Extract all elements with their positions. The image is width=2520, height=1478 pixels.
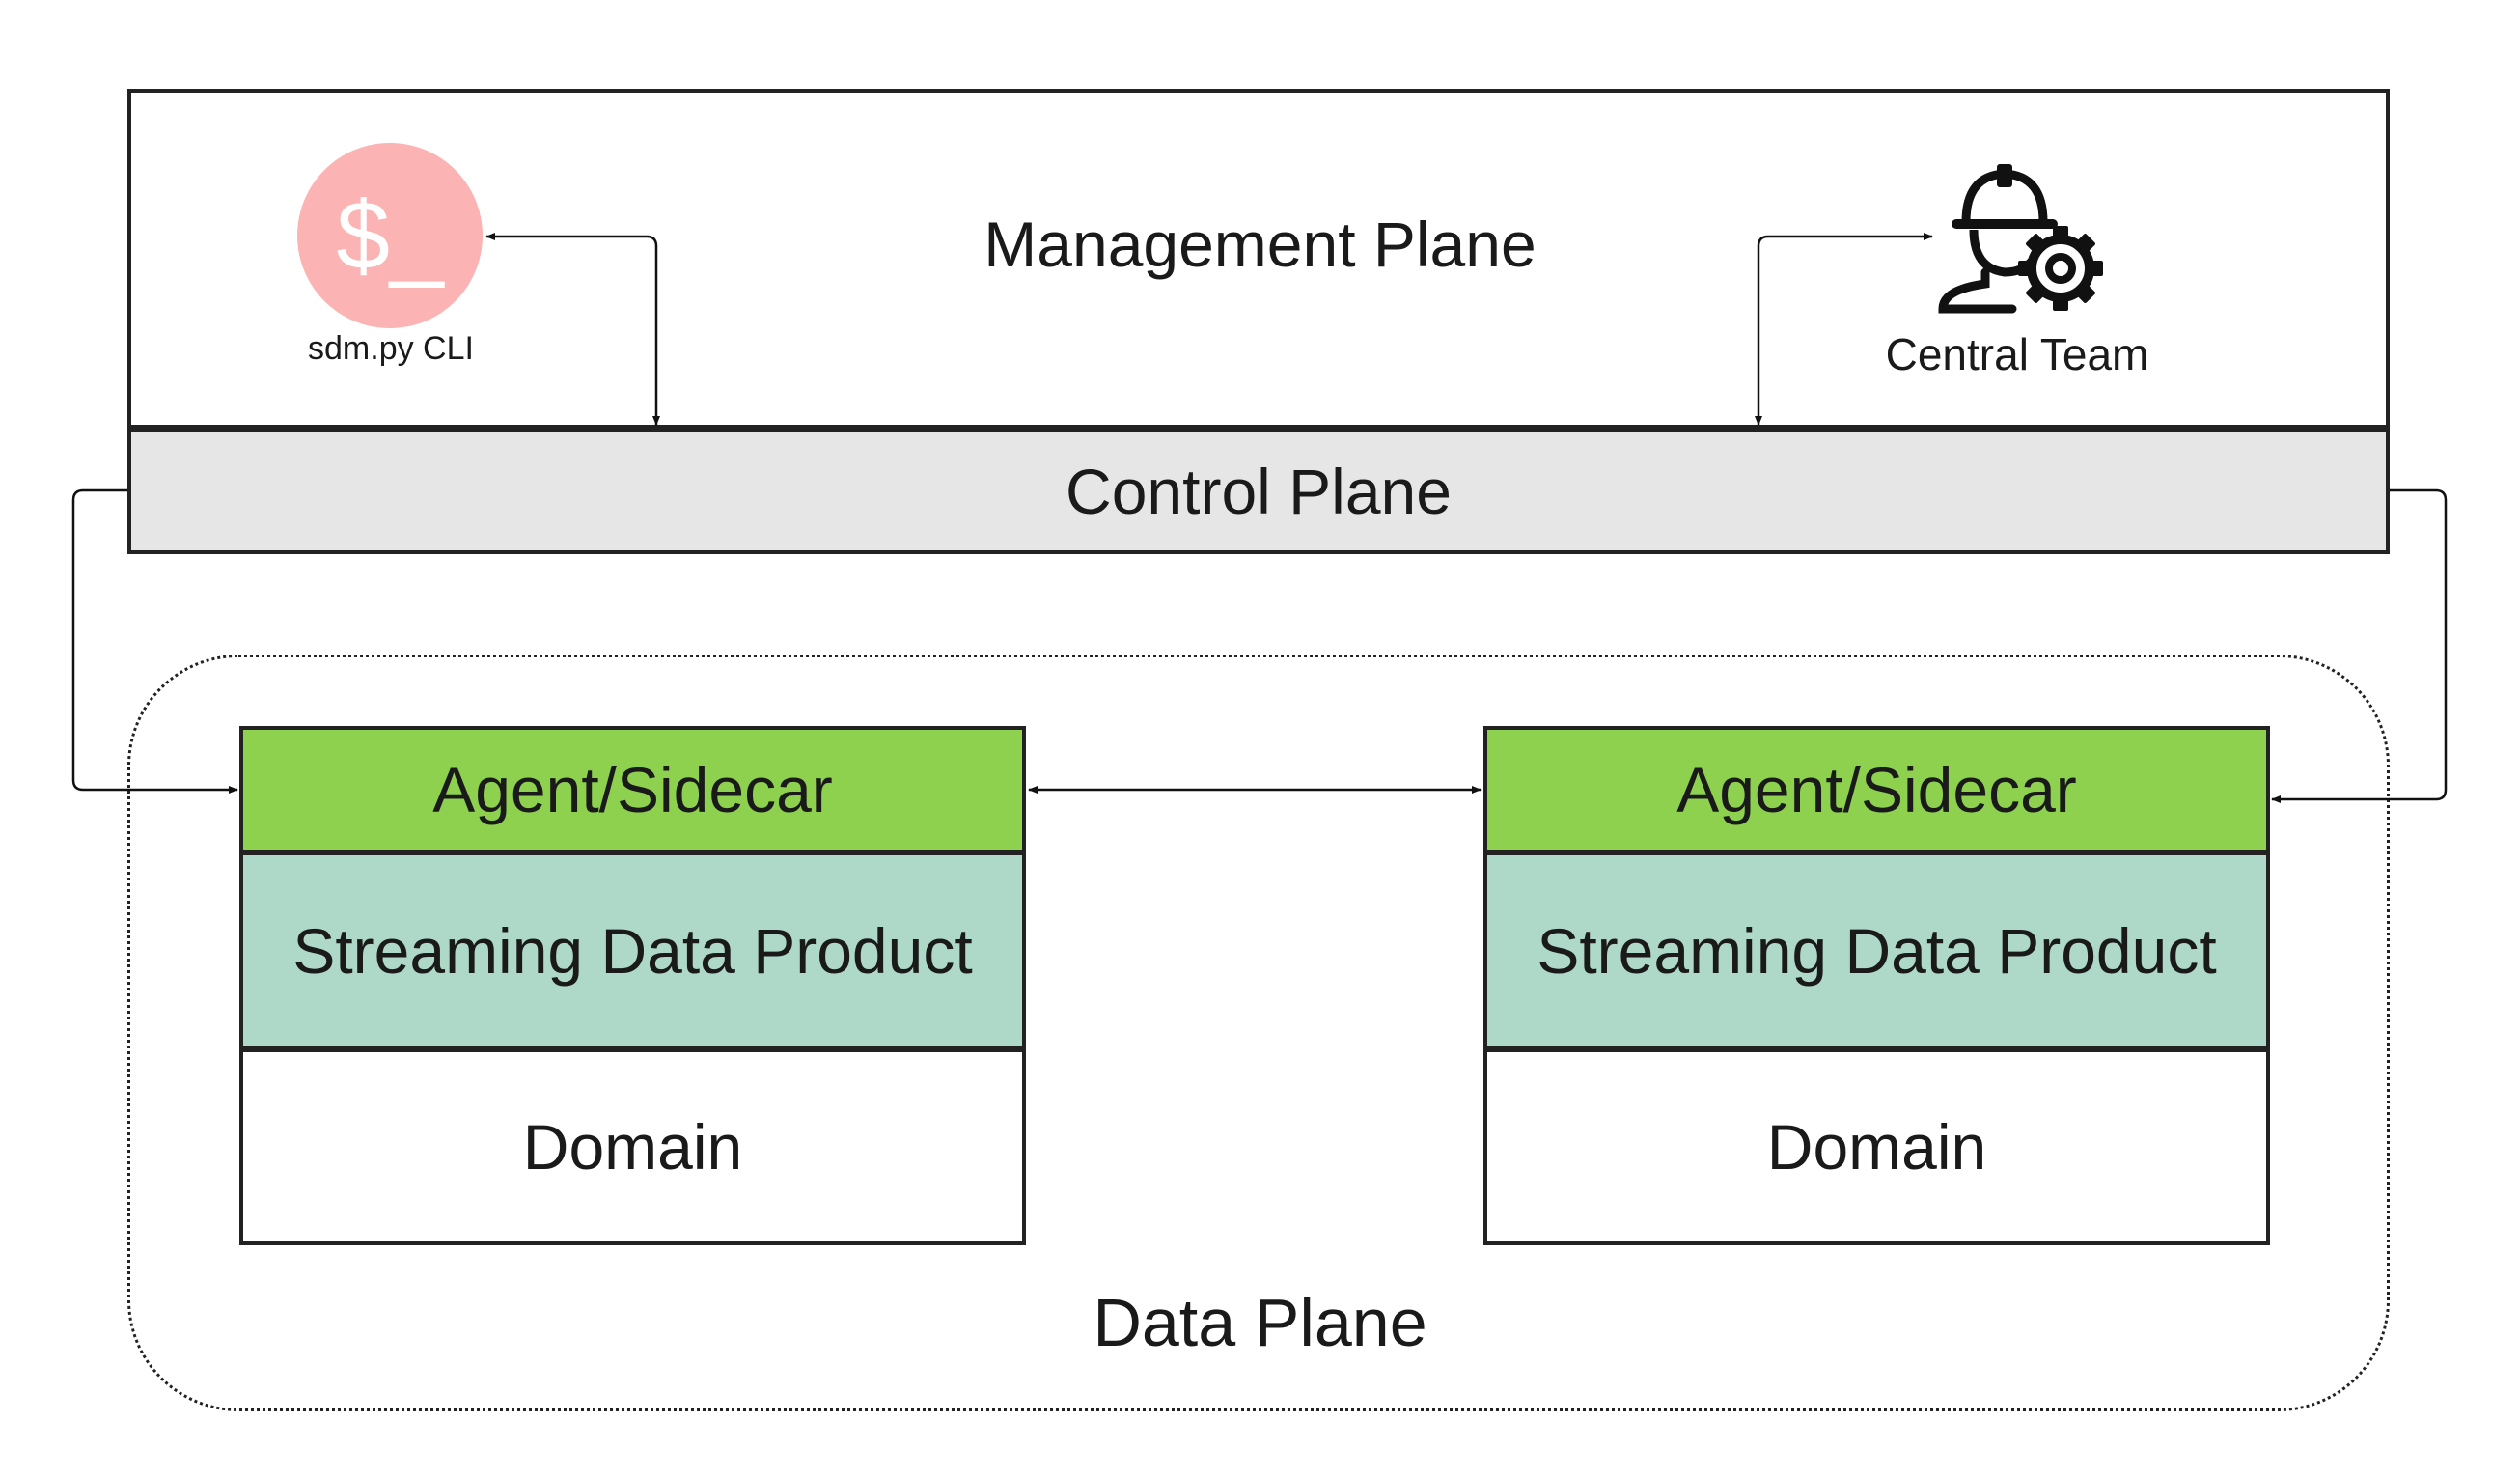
domain-box-1: Domain: [239, 1046, 1026, 1245]
agent-sidecar-label: Agent/Sidecar: [1676, 754, 2077, 825]
management-plane-title: Management Plane: [983, 209, 1537, 280]
domain-box-2: Domain: [1483, 1046, 2270, 1245]
streaming-data-product-box-2: Streaming Data Product: [1483, 850, 2270, 1050]
terminal-icon: $_: [297, 143, 483, 328]
control-agent1-arrow: [71, 488, 238, 794]
agent-sidecar-box-2: Agent/Sidecar: [1483, 726, 2270, 853]
streaming-data-product-box-1: Streaming Data Product: [239, 850, 1026, 1050]
streaming-data-product-label: Streaming Data Product: [292, 915, 973, 987]
domain-label: Domain: [522, 1111, 743, 1183]
terminal-symbol: $_: [336, 181, 444, 290]
team-control-arrow: [1755, 233, 1933, 426]
control-agent2-arrow: [2271, 488, 2448, 803]
cli-label: sdm.py CLI: [308, 330, 474, 367]
agent-sidecar-label: Agent/Sidecar: [432, 754, 833, 825]
agent-sidecar-box-1: Agent/Sidecar: [239, 726, 1026, 853]
streaming-data-product-label: Streaming Data Product: [1537, 915, 2217, 987]
domain-label: Domain: [1766, 1111, 1987, 1183]
control-plane-box: Control Plane: [127, 425, 2390, 554]
control-plane-title: Control Plane: [1066, 455, 1452, 527]
cli-control-arrow: [485, 233, 660, 426]
engineer-gear-icon: [1938, 164, 2103, 314]
data-plane-title: Data Plane: [1093, 1285, 1427, 1360]
data-plane-region: [127, 655, 2390, 1411]
